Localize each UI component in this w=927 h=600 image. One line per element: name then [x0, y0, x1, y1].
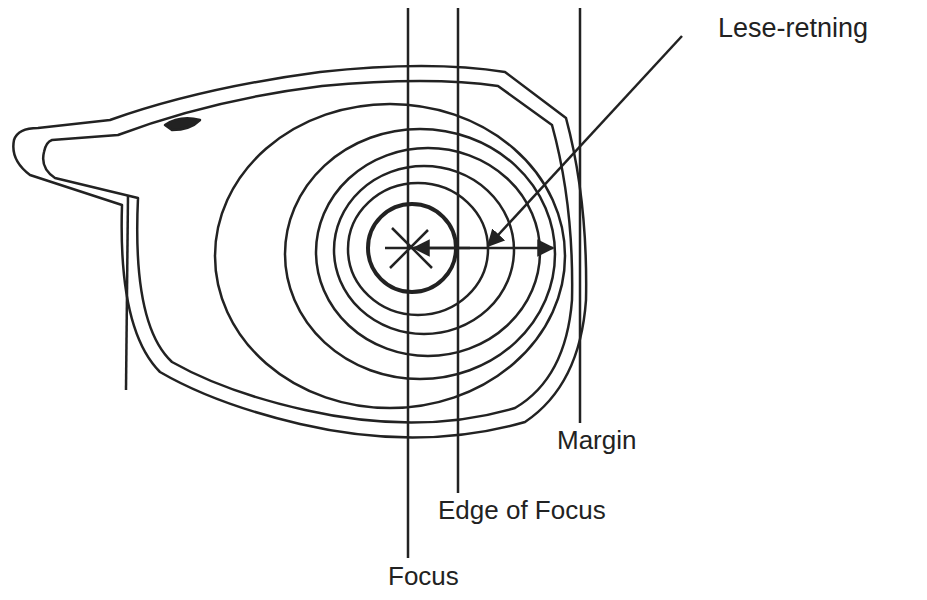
reading-direction-label: Lese-retning: [716, 14, 870, 44]
edge-of-focus-line: [457, 8, 460, 493]
focus-line: [407, 8, 410, 558]
inner-mark: [165, 118, 200, 130]
measure-arrow: [385, 247, 553, 250]
growth-ring: [215, 104, 565, 408]
growth-ring: [334, 166, 514, 334]
growth-ring: [285, 129, 555, 379]
growth-ring: [316, 148, 540, 356]
measure-arrow-back: [414, 247, 470, 250]
reading-direction-arrow: [488, 36, 682, 246]
growth-ring: [348, 183, 488, 315]
stem-line: [126, 195, 128, 390]
otolith-outer-outline: [13, 66, 586, 438]
edge-of-focus-label: Edge of Focus: [436, 496, 608, 525]
margin-label: Margin: [555, 426, 638, 455]
margin-line: [579, 8, 582, 423]
focus-label: Focus: [386, 562, 461, 591]
otolith-inner-outline: [43, 81, 572, 423]
